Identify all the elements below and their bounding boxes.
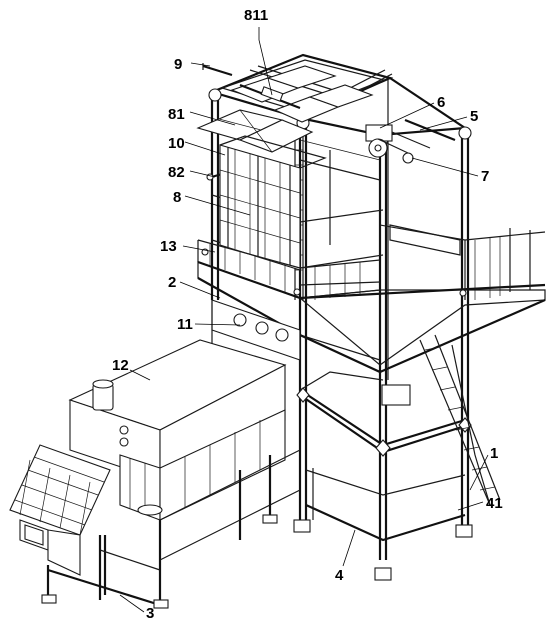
conveyor-box	[68, 339, 287, 521]
label-12: 12	[112, 357, 129, 374]
label-9: 9	[174, 56, 182, 73]
label-10: 10	[168, 135, 185, 152]
label-41: 41	[486, 495, 503, 512]
label-11: 11	[177, 316, 193, 333]
label-2: 2	[168, 274, 176, 291]
label-5: 5	[470, 108, 478, 125]
label-8: 8	[173, 189, 181, 206]
part-labels: 811 9 81 10 82 8 6 5 7 13 2 11 12 1 41 4…	[112, 7, 503, 622]
motor-assembly	[365, 118, 456, 164]
platform	[197, 224, 546, 374]
inlet-hopper	[9, 444, 163, 576]
label-82: 82	[168, 164, 185, 181]
label-3: 3	[146, 605, 154, 622]
base-frame	[41, 449, 301, 609]
label-6: 6	[437, 94, 445, 111]
label-13: 13	[160, 238, 177, 255]
label-4: 4	[335, 567, 344, 584]
leader-lines	[119, 27, 489, 613]
top-screen-panels	[196, 63, 374, 181]
screen-tower	[219, 135, 327, 271]
label-811: 811	[244, 7, 268, 24]
label-81: 81	[168, 106, 185, 123]
label-7: 7	[481, 168, 489, 185]
label-1: 1	[490, 445, 498, 462]
stairs	[381, 334, 501, 506]
discharge-unit	[211, 299, 301, 380]
